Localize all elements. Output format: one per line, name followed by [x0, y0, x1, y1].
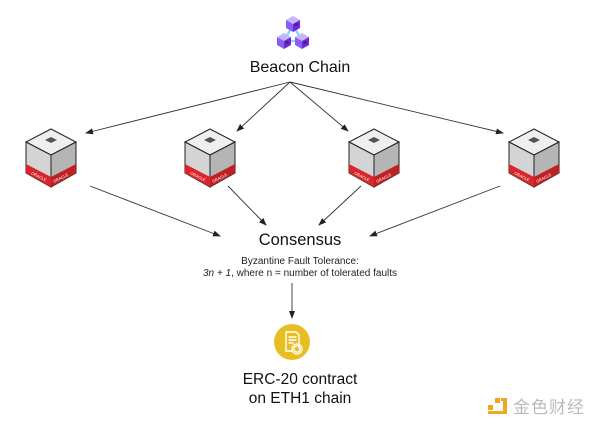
beacon-chain-label: Beacon Chain	[249, 59, 351, 76]
erc20-line-2: on ETH1 chain	[248, 390, 352, 407]
bft-subtitle: Byzantine Fault Tolerance:	[241, 256, 359, 267]
formula-description: , where n = number of tolerated faults	[231, 268, 398, 279]
cubes-network-icon	[277, 16, 309, 49]
oracle-server-cube-icon: ORACLE ORACLE	[347, 128, 401, 188]
edge-beacon-node-1	[85, 81, 291, 135]
erc20-contract-label: ERC-20 contract on ETH1 chain	[200, 370, 400, 408]
formula-expression: 3n + 1	[202, 268, 232, 279]
oracle-server-cube-icon: ORACLE ORACLE	[24, 128, 78, 188]
edge-node-1-consensus	[89, 185, 221, 237]
certificate-icon	[274, 324, 310, 360]
bft-formula: 3n + 1, where n = number of tolerated fa…	[150, 268, 450, 279]
oracle-server-cube-icon: ORACLE ORACLE	[183, 128, 237, 188]
edge-node-2-consensus	[227, 185, 267, 226]
watermark: 金色财经	[487, 393, 585, 418]
erc20-line-1: ERC-20 contract	[242, 371, 358, 388]
edge-node-3-consensus	[318, 185, 362, 226]
edge-beacon-node-3	[289, 81, 349, 132]
edge-node-4-consensus	[369, 185, 501, 237]
watermark-text: 金色财经	[513, 398, 585, 418]
edge-beacon-node-2	[236, 81, 291, 132]
edge-beacon-node-4	[289, 81, 504, 135]
consensus-label: Consensus	[258, 231, 342, 249]
oracle-server-cube-icon: ORACLE ORACLE	[507, 128, 561, 188]
watermark-logo-icon	[488, 397, 507, 414]
